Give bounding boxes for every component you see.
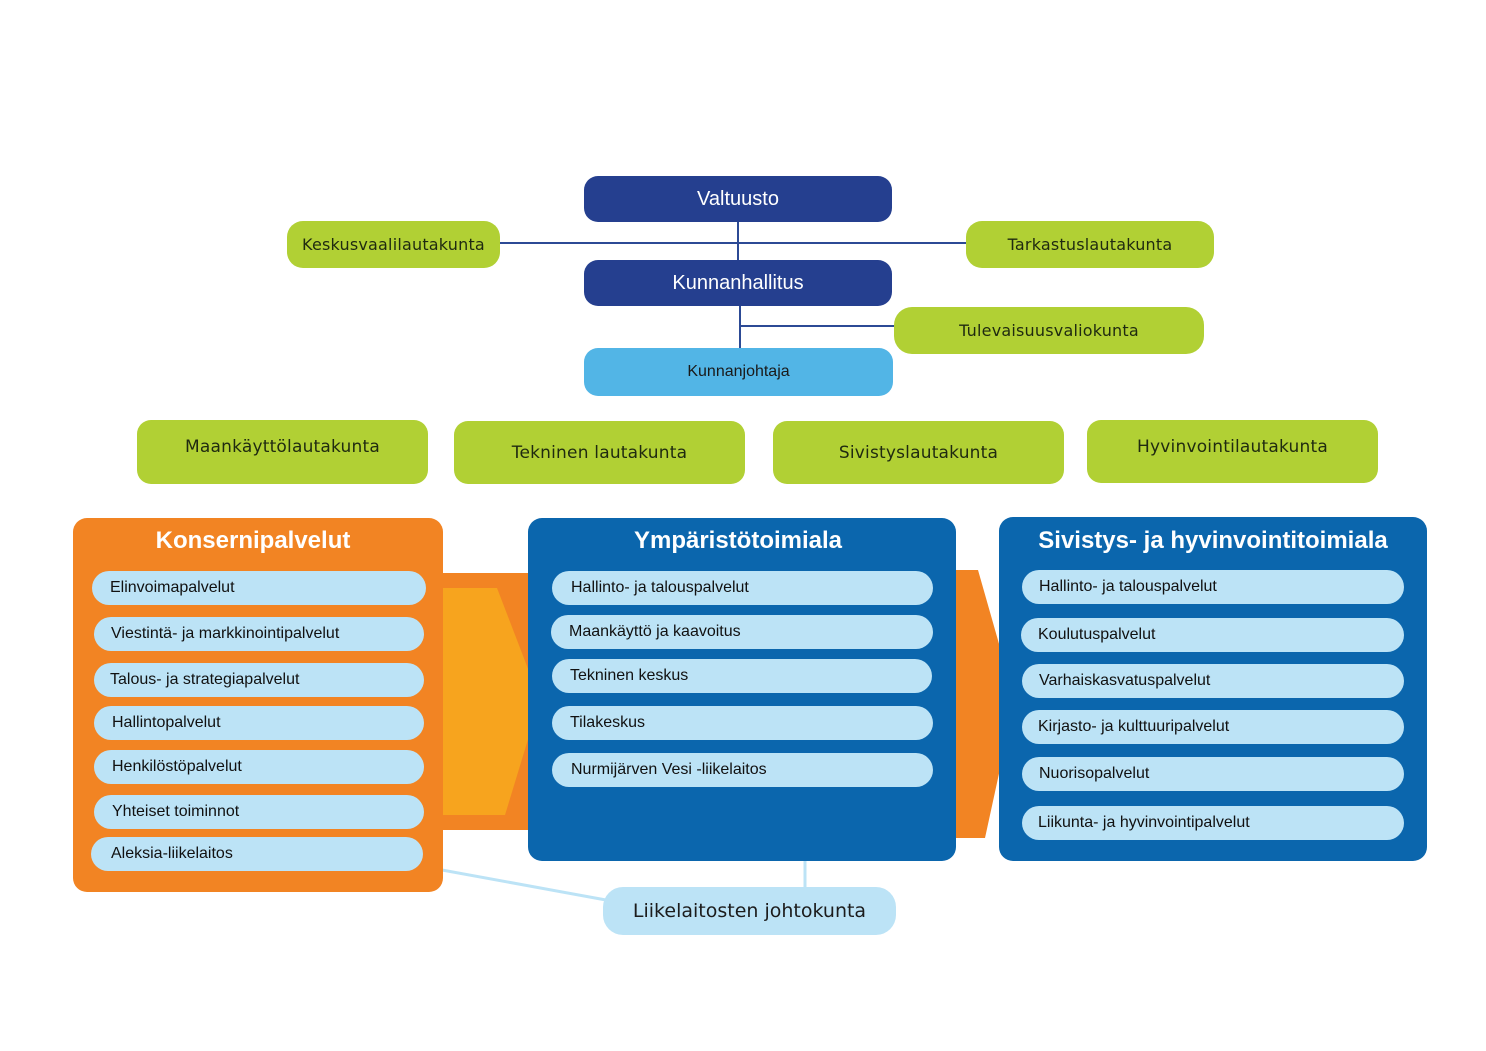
konserni-item: Yhteiset toiminnot <box>94 795 424 829</box>
committee-hyvinvointi: Hyvinvointilautakunta <box>1087 420 1378 483</box>
tulevaisuusvaliokunta-box: Tulevaisuusvaliokunta <box>894 307 1204 354</box>
liikelaitosten-johtokunta-box: Liikelaitosten johtokunta <box>603 887 896 935</box>
tarkastuslautakunta-box: Tarkastuslautakunta <box>966 221 1214 268</box>
sivistys-item: Varhaiskasvatuspalvelut <box>1022 664 1404 698</box>
konserni-item: Talous- ja strategiapalvelut <box>94 663 424 697</box>
ymparisto-item: Hallinto- ja talouspalvelut <box>552 571 933 605</box>
konserni-item: Viestintä- ja markkinointipalvelut <box>94 617 424 651</box>
committee-maankaytto: Maankäyttölautakunta <box>137 420 428 484</box>
sivistys-item: Hallinto- ja talouspalvelut <box>1022 570 1404 604</box>
kunnanjohtaja-box: Kunnanjohtaja <box>584 348 893 396</box>
ymparisto-item: Tilakeskus <box>552 706 933 740</box>
flow-arrow-ymparisto-to-sivistys <box>945 570 1015 838</box>
sivistys-item: Kirjasto- ja kulttuuripalvelut <box>1022 710 1404 744</box>
ymparisto-item: Maankäyttö ja kaavoitus <box>551 615 933 649</box>
sivistys-item: Nuorisopalvelut <box>1022 757 1404 791</box>
sivistys-item: Liikunta- ja hyvinvointipalvelut <box>1022 806 1404 840</box>
konserni-item: Aleksia-liikelaitos <box>91 837 423 871</box>
kunnanhallitus-box: Kunnanhallitus <box>584 260 892 306</box>
valtuusto-box: Valtuusto <box>584 176 892 222</box>
connector-aleksia-board <box>419 864 607 902</box>
konserni-item: Elinvoimapalvelut <box>92 571 426 605</box>
flow-arrow-inner <box>442 588 540 815</box>
konserni-item: Henkilöstöpalvelut <box>94 750 424 784</box>
keskusvaalilautakunta-box: Keskusvaalilautakunta <box>287 221 500 268</box>
konserni-item: Hallintopalvelut <box>94 706 424 740</box>
ymparisto-item: Nurmijärven Vesi -liikelaitos <box>552 753 933 787</box>
sivistystoimiala-title: Sivistys- ja hyvinvointitoimiala <box>1038 527 1388 554</box>
committee-sivistys: Sivistyslautakunta <box>773 421 1064 484</box>
ymparistotoimiala-title: Ympäristötoimiala <box>633 527 843 554</box>
sivistys-item: Koulutuspalvelut <box>1021 618 1404 652</box>
ymparisto-item: Tekninen keskus <box>552 659 932 693</box>
konsernipalvelut-title: Konsernipalvelut <box>155 527 351 554</box>
committee-tekninen: Tekninen lautakunta <box>454 421 745 484</box>
